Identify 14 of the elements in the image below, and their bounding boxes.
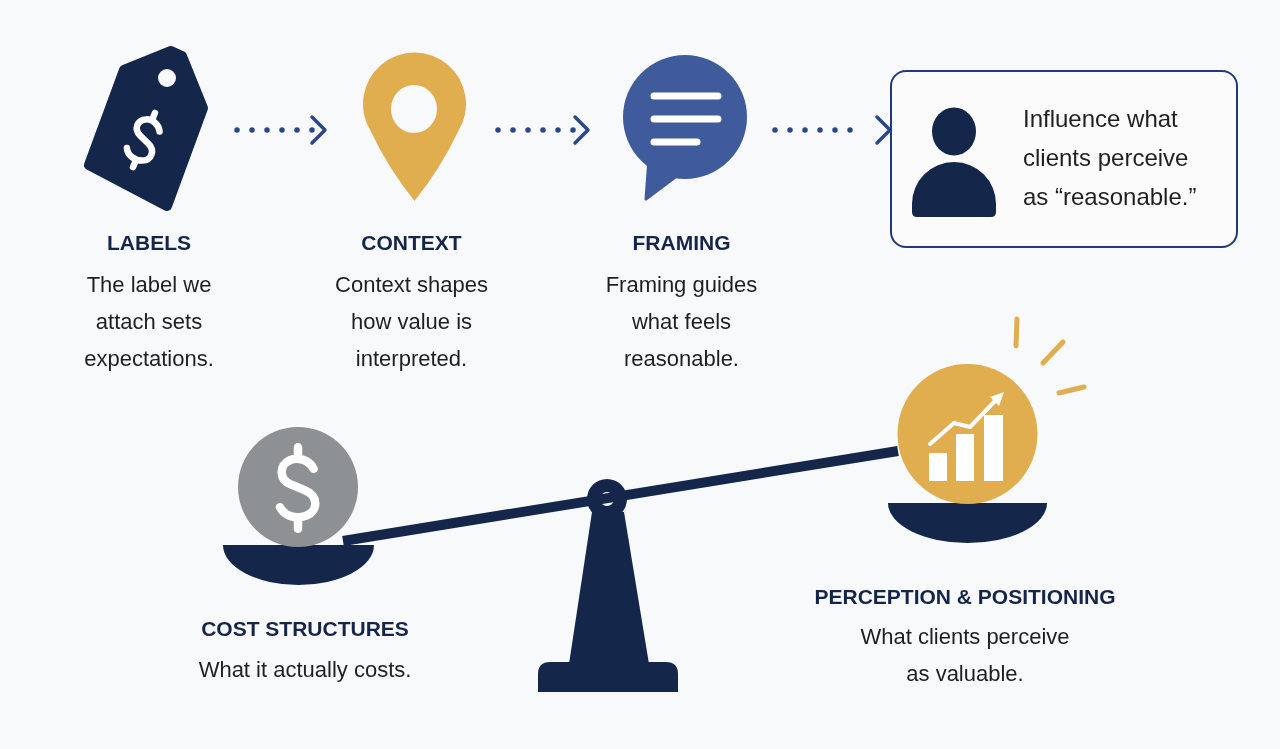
callout-text: Influence what clients perceive as “reasonable.” [1023,104,1198,212]
section-heading: LABELS [106,230,192,256]
dotted-arrow [234,115,328,145]
description-text: What it actually costs. [197,656,413,684]
dotted-arrow [495,115,591,145]
description-text: Framing guides what feels reasonable. [604,271,759,373]
callout-box [890,70,1238,248]
description-text: What clients perceive as valuable. [859,623,1071,688]
description-text: The label we attach sets expectations. [83,271,215,373]
description-text: Context shapes how value is interpreted. [334,271,489,373]
section-heading: CONTEXT [360,230,463,256]
section-heading: FRAMING [631,230,732,256]
section-heading: PERCEPTION & POSITIONING [813,584,1117,610]
section-heading: COST STRUCTURES [200,616,410,642]
